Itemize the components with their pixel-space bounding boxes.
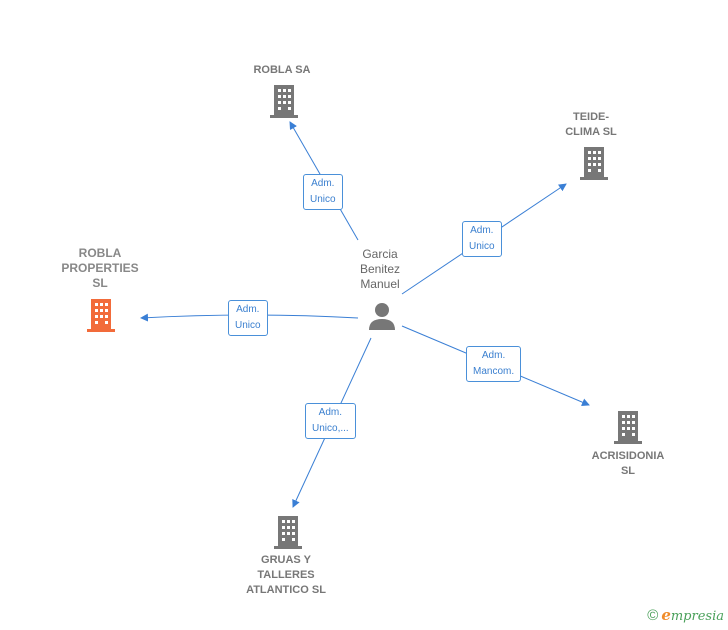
person-label[interactable]: Garcia Benitez Manuel bbox=[359, 247, 401, 291]
building-icon[interactable] bbox=[578, 145, 610, 181]
edge-label-robla-properties: Adm. Unico bbox=[228, 300, 268, 336]
building-icon[interactable] bbox=[268, 83, 300, 119]
node-label-acrisidonia[interactable]: ACRISIDONIA SL bbox=[591, 450, 665, 477]
building-icon[interactable] bbox=[85, 297, 117, 333]
edge-label-teide-clima: Adm. Unico bbox=[462, 221, 502, 257]
node-label-robla-properties[interactable]: ROBLA PROPERTIES SL bbox=[61, 246, 139, 290]
person-icon[interactable] bbox=[366, 300, 398, 332]
edge-label-acrisidonia: Adm. Mancom. bbox=[466, 346, 522, 382]
brand-logo: empresia bbox=[661, 606, 724, 624]
node-label-gruas[interactable]: GRUAS Y TALLERES ATLANTICO SL bbox=[246, 554, 326, 596]
node-label-robla-sa[interactable]: ROBLA SA bbox=[253, 64, 311, 76]
brand-footer: © empresia bbox=[647, 606, 724, 624]
building-icon[interactable] bbox=[612, 409, 644, 445]
edge-label-robla-sa: Adm. Unico bbox=[303, 174, 343, 210]
building-icon[interactable] bbox=[272, 514, 304, 550]
edge-label-gruas: Adm. Unico,... bbox=[305, 403, 356, 439]
node-label-teide-clima[interactable]: TEIDE- CLIMA SL bbox=[565, 111, 617, 138]
copyright-icon: © bbox=[647, 606, 659, 624]
